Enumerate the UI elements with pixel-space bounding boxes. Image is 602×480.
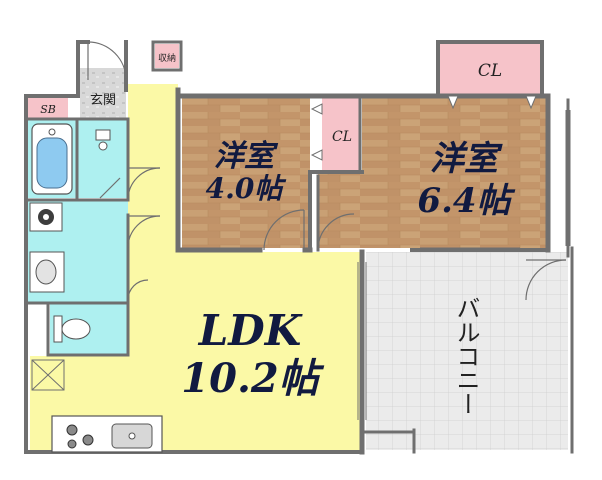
room1-closet — [322, 98, 360, 170]
room2-floor — [318, 98, 548, 248]
top-closet — [440, 44, 540, 94]
sb-label: SB — [40, 103, 56, 116]
storage-hatch — [31, 359, 65, 391]
room1-size: 4.0帖 — [206, 172, 287, 205]
room2-size: 6.4帖 — [417, 181, 515, 221]
room2-name: 洋室 — [430, 139, 503, 179]
shuno-box — [155, 44, 179, 68]
closet-door-marks — [310, 95, 537, 161]
bathtub — [31, 123, 73, 195]
cl-top-label: CL — [478, 61, 502, 81]
shuno-label: 収納 — [158, 52, 176, 64]
ldk-name: LDK — [198, 306, 303, 355]
balcony-label: バルコニー — [452, 296, 480, 416]
doors — [87, 41, 567, 301]
room1-name: 洋室 — [214, 139, 279, 174]
genkan-label: 玄関 — [90, 93, 116, 108]
sb-box — [28, 98, 68, 118]
ldk-size: 10.2帖 — [181, 355, 324, 402]
windows — [357, 110, 571, 420]
ldk-floor — [30, 84, 360, 450]
kitchen-counter — [51, 415, 163, 453]
cl-small-label: CL — [332, 129, 352, 145]
washing-machine — [29, 202, 63, 232]
toilet — [53, 315, 91, 343]
shower — [95, 129, 111, 151]
room1-floor — [182, 98, 310, 248]
balcony-floor — [366, 252, 568, 450]
wash-basin — [29, 251, 65, 293]
walls — [24, 40, 574, 455]
